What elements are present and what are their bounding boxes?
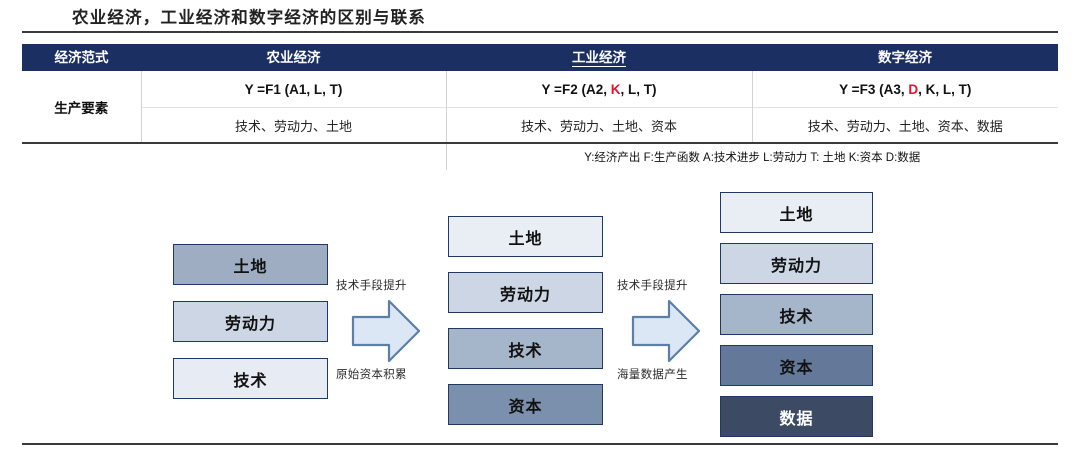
arrow-2-top-label: 技术手段提升 (617, 280, 688, 292)
accent-d: D (908, 81, 919, 97)
table-row-factors: 技术、劳动力、土地 技术、劳动力、土地、资本 技术、劳动力、土地、资本、数据 (22, 107, 1058, 143)
table-header-paradigm: 经济范式 (22, 44, 141, 71)
stage2-box-technology[interactable]: 技术 (448, 328, 603, 369)
stage2-box-capital[interactable]: 资本 (448, 384, 603, 425)
factors-industrial: 技术、劳动力、土地、资本 (445, 107, 752, 143)
factors-agricultural: 技术、劳动力、土地 (140, 107, 446, 143)
arrow-1-top-label: 技术手段提升 (336, 280, 407, 292)
comparison-table: 经济范式 农业经济 工业经济 数字经济 生产要素 Y =F1 (A1, L, T… (22, 44, 1058, 170)
formula-digital: Y =F3 (A3, D, K, L, T) (751, 71, 1058, 108)
stage3-box-technology[interactable]: 技术 (720, 294, 873, 335)
factors-digital: 技术、劳动力、土地、资本、数据 (751, 107, 1058, 143)
stage1-box-land[interactable]: 土地 (173, 244, 328, 285)
stage2-box-land[interactable]: 土地 (448, 216, 603, 257)
stage3-box-data[interactable]: 数据 (720, 396, 873, 437)
arrow-2-icon (631, 299, 701, 363)
table-header-row: 经济范式 农业经济 工业经济 数字经济 (22, 44, 1058, 71)
arrow-2-bottom-label: 海量数据产生 (617, 369, 688, 381)
formula-agricultural: Y =F1 (A1, L, T) (140, 71, 446, 108)
stage2-box-labor[interactable]: 劳动力 (448, 272, 603, 313)
legend-blank-cell-2 (141, 142, 446, 170)
stage3-box-land[interactable]: 土地 (720, 192, 873, 233)
formula-industrial: Y =F2 (A2, K, L, T) (445, 71, 752, 108)
table-row-legend: Y:经济产出 F:生产函数 A:技术进步 L:劳动力 T: 土地 K:资本 D:… (22, 142, 1058, 170)
stage1-box-technology[interactable]: 技术 (173, 358, 328, 399)
page-title: 农业经济，工业经济和数字经济的区别与联系 (72, 8, 426, 27)
title-divider (22, 31, 1058, 33)
table-header-digital: 数字经济 (752, 44, 1058, 71)
legend-note: Y:经济产出 F:生产函数 A:技术进步 L:劳动力 T: 土地 K:资本 D:… (445, 142, 1058, 170)
table-header-industrial: 工业经济 (446, 44, 752, 71)
arrow-1-bottom-label: 原始资本积累 (336, 369, 407, 381)
arrow-1-icon (351, 299, 421, 363)
stage1-box-labor[interactable]: 劳动力 (173, 301, 328, 342)
table-header-agricultural: 农业经济 (141, 44, 446, 71)
stage3-box-capital[interactable]: 资本 (720, 345, 873, 386)
legend-blank-cell (22, 142, 141, 170)
table-row-formula: 生产要素 Y =F1 (A1, L, T) Y =F2 (A2, K, L, T… (22, 71, 1058, 143)
footer-divider (22, 443, 1058, 445)
table-row-label-production-factors: 生产要素 (22, 71, 141, 143)
stage3-box-labor[interactable]: 劳动力 (720, 243, 873, 284)
accent-k: K (610, 81, 621, 97)
